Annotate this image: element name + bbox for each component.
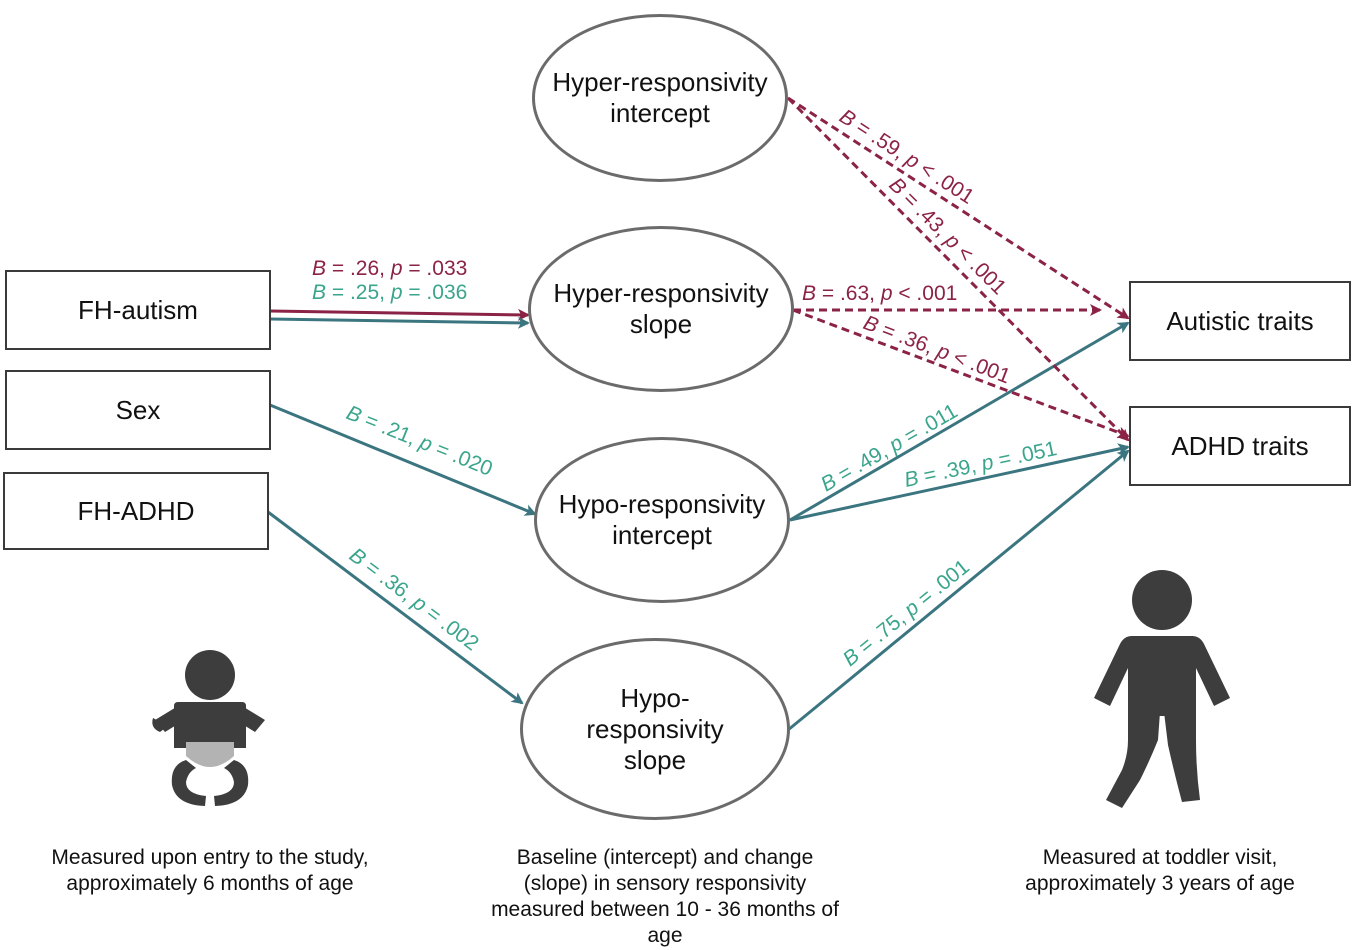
edge-fh-autism-hyper-slope-teal bbox=[269, 316, 530, 329]
box-fh-autism: FH-autism bbox=[5, 270, 271, 350]
ellipse-hypo-slope-line2: responsivity bbox=[586, 713, 724, 744]
edge-hypo-slope-adhd bbox=[787, 449, 1130, 732]
caption-right-line1: Measured at toddler visit, bbox=[1042, 846, 1278, 869]
ellipse-hypo-slope-line3: slope bbox=[623, 744, 687, 775]
box-adhd-traits: ADHD traits bbox=[1129, 406, 1351, 486]
ellipse-hypo-intercept-line2: intercept bbox=[612, 520, 712, 550]
label-hyper-slope-autistic: B = .63, p < .001 bbox=[802, 282, 957, 305]
caption-left-line2: approximately 6 months of age bbox=[66, 872, 354, 895]
box-sex-label: Sex bbox=[115, 394, 161, 425]
label-fh-autism-maroon: B = .26, p = .033 bbox=[312, 257, 467, 280]
box-sex: Sex bbox=[5, 370, 271, 450]
edge-hyper-slope-adhd bbox=[792, 308, 1130, 439]
label-hyper-slope-adhd: B = .36, p < .001 bbox=[860, 311, 1013, 388]
caption-left-line1: Measured upon entry to the study, bbox=[51, 846, 369, 869]
ellipse-hyper-slope: Hyper-responsivity slope bbox=[528, 226, 794, 392]
ellipse-hypo-intercept-line1: Hypo-responsivity bbox=[558, 489, 766, 519]
ellipse-hyper-intercept: Hyper-responsivity intercept bbox=[532, 14, 788, 182]
edge-hypo-intercept-autistic bbox=[789, 321, 1130, 522]
ellipse-hypo-slope-line1: Hypo- bbox=[620, 682, 690, 713]
ellipse-hyper-intercept-line1: Hyper-responsivity bbox=[552, 67, 768, 97]
baby-icon bbox=[152, 650, 265, 806]
label-fh-autism-teal: B = .25, p = .036 bbox=[312, 281, 467, 304]
box-fh-adhd: FH-ADHD bbox=[3, 472, 269, 550]
caption-middle-line3: measured between 10 - 36 months of bbox=[491, 898, 839, 921]
caption-right-line2: approximately 3 years of age bbox=[1025, 872, 1295, 895]
edge-hyper-intercept-autistic bbox=[787, 96, 1130, 320]
edge-fh-adhd-hypo-slope bbox=[267, 510, 524, 705]
label-sex-hypo-int: B = .21, p = .020 bbox=[343, 401, 496, 481]
label-fh-adhd-hypo-slope: B = .36, p = .002 bbox=[345, 544, 483, 656]
toddler-icon bbox=[1094, 570, 1230, 808]
box-autistic-traits: Autistic traits bbox=[1129, 281, 1351, 361]
edge-sex-hypo-intercept bbox=[269, 403, 537, 516]
ellipse-hypo-intercept: Hypo-responsivity intercept bbox=[534, 437, 790, 603]
box-fh-adhd-label: FH-ADHD bbox=[77, 495, 195, 526]
label-hypo-slope-adhd: B = .75, p = .001 bbox=[839, 555, 974, 671]
edge-fh-autism-hyper-slope-maroon bbox=[269, 308, 530, 321]
caption-middle-line2: (slope) in sensory responsivity bbox=[523, 872, 807, 895]
edge-hypo-intercept-adhd bbox=[789, 443, 1130, 522]
ellipse-hyper-slope-line2: slope bbox=[629, 309, 693, 339]
edge-hyper-intercept-adhd bbox=[786, 96, 1130, 442]
ellipse-hypo-slope: Hypo- responsivity slope bbox=[520, 638, 790, 820]
caption-middle-line4: age bbox=[647, 924, 683, 947]
box-fh-autism-label: FH-autism bbox=[78, 294, 198, 325]
caption-middle-line1: Baseline (intercept) and change bbox=[516, 846, 814, 869]
box-autistic-traits-label: Autistic traits bbox=[1166, 305, 1314, 336]
ellipse-hyper-intercept-line2: intercept bbox=[610, 98, 710, 128]
caption-left: Measured upon entry to the study, approx… bbox=[20, 845, 400, 897]
box-adhd-traits-label: ADHD traits bbox=[1171, 430, 1309, 461]
label-hypo-int-adhd: B = .39, p = .051 bbox=[902, 437, 1059, 492]
caption-right: Measured at toddler visit, approximately… bbox=[990, 845, 1330, 897]
ellipse-hyper-slope-line1: Hyper-responsivity bbox=[553, 278, 769, 308]
caption-middle: Baseline (intercept) and change (slope) … bbox=[460, 845, 870, 949]
